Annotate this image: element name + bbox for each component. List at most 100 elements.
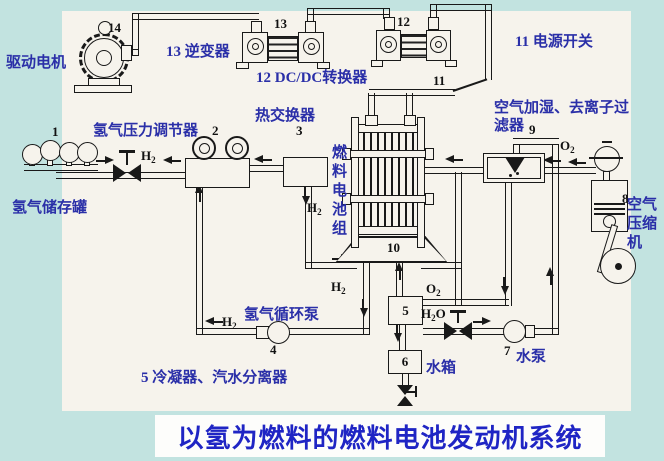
gas-label-o2: O2 (426, 281, 441, 298)
pipe (305, 262, 357, 269)
stack-tie-rod (344, 195, 432, 203)
water-tank-number: 6 (401, 354, 409, 369)
air-feed-pipe (543, 167, 596, 174)
gas-label-h2: H2 (331, 279, 346, 296)
compressor-cap (602, 141, 612, 144)
valve-stem (126, 152, 129, 165)
pressure-gauge (192, 136, 216, 160)
dcdc-port-center (385, 41, 392, 48)
wire (406, 93, 413, 119)
heat-exchanger-box (283, 157, 328, 187)
filter-droplet (509, 174, 512, 177)
callout-11: 11 (433, 73, 446, 88)
flow-arrow-right (95, 156, 114, 165)
flow-arrow-left (254, 155, 273, 164)
pump-outlet (525, 325, 535, 338)
callout-7: 7 (504, 343, 511, 358)
gas-label-h2: H2 (141, 148, 156, 165)
terminal-stub (384, 17, 395, 30)
label-heat-exchanger: 热交换器 (255, 108, 316, 124)
flow-arrow-down (500, 276, 509, 295)
drain-valve-icon (397, 396, 413, 406)
motor-knob (98, 21, 112, 35)
water-valve-icon (444, 322, 457, 340)
water-valve-stem (457, 312, 460, 323)
label-air-filter: 空气加湿、去离子过 (494, 100, 630, 116)
valve-icon (113, 164, 126, 182)
gas-label-h2o: H2O (421, 306, 446, 323)
stack-rail-right (417, 117, 425, 248)
water-tank-box: 6 (388, 350, 422, 374)
filter-funnel-icon (505, 157, 525, 173)
gas-label-o2: O2 (560, 138, 575, 155)
stack-terminal (365, 115, 378, 126)
wire (383, 8, 390, 19)
callout-8: 8 (622, 191, 629, 206)
gauge-dial (232, 143, 243, 154)
flow-arrow-down (393, 323, 402, 342)
pipe (513, 138, 559, 145)
stack-terminal (404, 115, 416, 126)
stack-tie-rod (344, 150, 432, 158)
drain-valve-icon (397, 385, 413, 395)
stack-bottom-plate (358, 226, 418, 235)
wire (485, 4, 492, 80)
dcdc-port-center (435, 41, 442, 48)
pipe (513, 145, 520, 156)
inverter-port-center (252, 43, 259, 50)
wire (307, 8, 314, 22)
water-pipe (423, 328, 559, 335)
air-feed-pipe (425, 167, 483, 174)
callout-13: 13 (274, 16, 287, 31)
air-exhaust-pipe (455, 172, 462, 306)
label-air-filter: 滤器 (494, 118, 525, 134)
compressor-flange (589, 157, 623, 160)
tank-manifold-pipe (24, 164, 98, 171)
stack-cell (398, 133, 401, 226)
h2-tank (77, 142, 98, 163)
h2-pump-icon (267, 321, 290, 344)
pipe (250, 165, 283, 172)
label-h2-storage-tank: 氢气储存罐 (12, 200, 88, 216)
stack-cell (377, 133, 380, 226)
water-valve-handle (450, 310, 466, 313)
label-water-pump: 水泵 (516, 349, 547, 365)
pipe (402, 374, 409, 388)
label-h2-pump: 氢气循环泵 (244, 307, 320, 323)
drain-valve-stem (406, 391, 417, 394)
callout-1: 1 (52, 124, 59, 139)
stack-rail-left (351, 117, 359, 248)
title-bar: 以氢为燃料的燃料电池发动机系统 (155, 415, 605, 457)
callout-12: 12 (397, 14, 410, 29)
tie-rod-nut (425, 148, 434, 160)
drain-valve-handle (415, 386, 418, 397)
label-drive-motor: 驱动电机 (6, 55, 67, 71)
h2-tank (40, 140, 61, 161)
wire (132, 13, 139, 56)
callout-3: 3 (296, 123, 303, 138)
wire (430, 4, 492, 11)
terminal-stub (428, 17, 439, 30)
label-condenser: 5 冷凝器、汽水分离器 (141, 370, 288, 386)
callout-4: 4 (270, 342, 277, 357)
gas-label-h2: H2 (307, 200, 322, 217)
device-foot (371, 60, 383, 67)
label-dcdc-converter: 12 DC/DC转换器 (256, 70, 368, 86)
device-foot (445, 60, 457, 67)
flywheel-hub (615, 263, 622, 270)
wire (430, 4, 437, 18)
label-inverter: 13 逆变器 (166, 44, 230, 60)
water-valve-icon (459, 322, 472, 340)
gauge-dial (199, 143, 210, 154)
stack-cell (391, 133, 394, 226)
stack-cell (412, 133, 415, 226)
flow-arrow-left (163, 156, 182, 165)
motor-output (121, 45, 132, 61)
stack-top-plate (358, 124, 418, 133)
inverter-port-center (308, 43, 315, 50)
label-water-tank: 水箱 (426, 360, 457, 376)
condenser-number: 5 (402, 302, 409, 318)
stack-cell (384, 133, 387, 226)
callout-10: 10 (387, 240, 400, 255)
piston-line (594, 213, 625, 215)
